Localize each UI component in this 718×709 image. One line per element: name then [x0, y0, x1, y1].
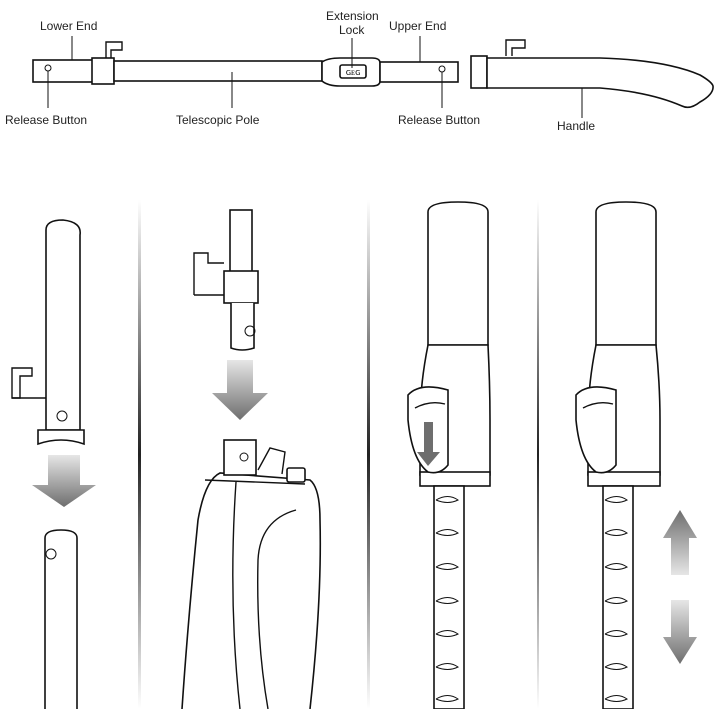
arrow-down-icon-3: [663, 600, 697, 664]
lock-lever-2: [575, 386, 617, 474]
handle-body: [486, 57, 714, 109]
step-3-panel: [407, 201, 491, 709]
handle-end-tube: [45, 219, 81, 431]
lower-collar: [91, 57, 115, 85]
pole-shaft-top: [229, 209, 253, 275]
pole-tip: [230, 303, 255, 351]
label-lower-end: Lower End: [40, 19, 97, 33]
panel-divider-3: [537, 200, 539, 709]
handle-receiver-body: [181, 472, 322, 709]
arrow-down-icon: [32, 455, 96, 507]
extension-tube-top-2: [595, 201, 657, 346]
arrow-up-icon: [663, 510, 697, 575]
panel-divider-1: [138, 200, 141, 709]
handle-figure: Handle: [470, 39, 714, 133]
handle-collar: [470, 55, 488, 89]
extension-tube-top: [427, 201, 489, 346]
lock-press-arrow-icon: [417, 422, 440, 466]
label-release-button-right: Release Button: [398, 113, 480, 127]
telescopic-pole-body: [113, 60, 323, 82]
label-extension-lock-line2: Lock: [339, 23, 365, 37]
lower-tube: [44, 529, 78, 709]
label-telescopic-pole: Telescopic Pole: [176, 113, 260, 127]
arrow-down-icon-2: [212, 360, 268, 420]
label-extension-lock-line1: Extension: [326, 9, 379, 23]
handle-end-collar: [37, 429, 85, 446]
label-handle: Handle: [557, 119, 595, 133]
extension-lock-button: [339, 64, 367, 79]
step-1-panel: [11, 219, 96, 709]
lower-end-tube: [32, 59, 94, 83]
telescopic-pole-figure: ɢᴇɢ Lower End Extension Lock Upper End R…: [5, 9, 480, 127]
extension-lock-glyph: ɢᴇɢ: [346, 68, 361, 78]
label-upper-end: Upper End: [389, 19, 446, 33]
upper-end-tube: [379, 61, 459, 83]
pole-collar: [223, 270, 259, 304]
step-2-panel: [181, 209, 322, 709]
panel-divider-2: [367, 200, 370, 709]
step-4-panel: [575, 201, 697, 709]
label-release-button-left: Release Button: [5, 113, 87, 127]
